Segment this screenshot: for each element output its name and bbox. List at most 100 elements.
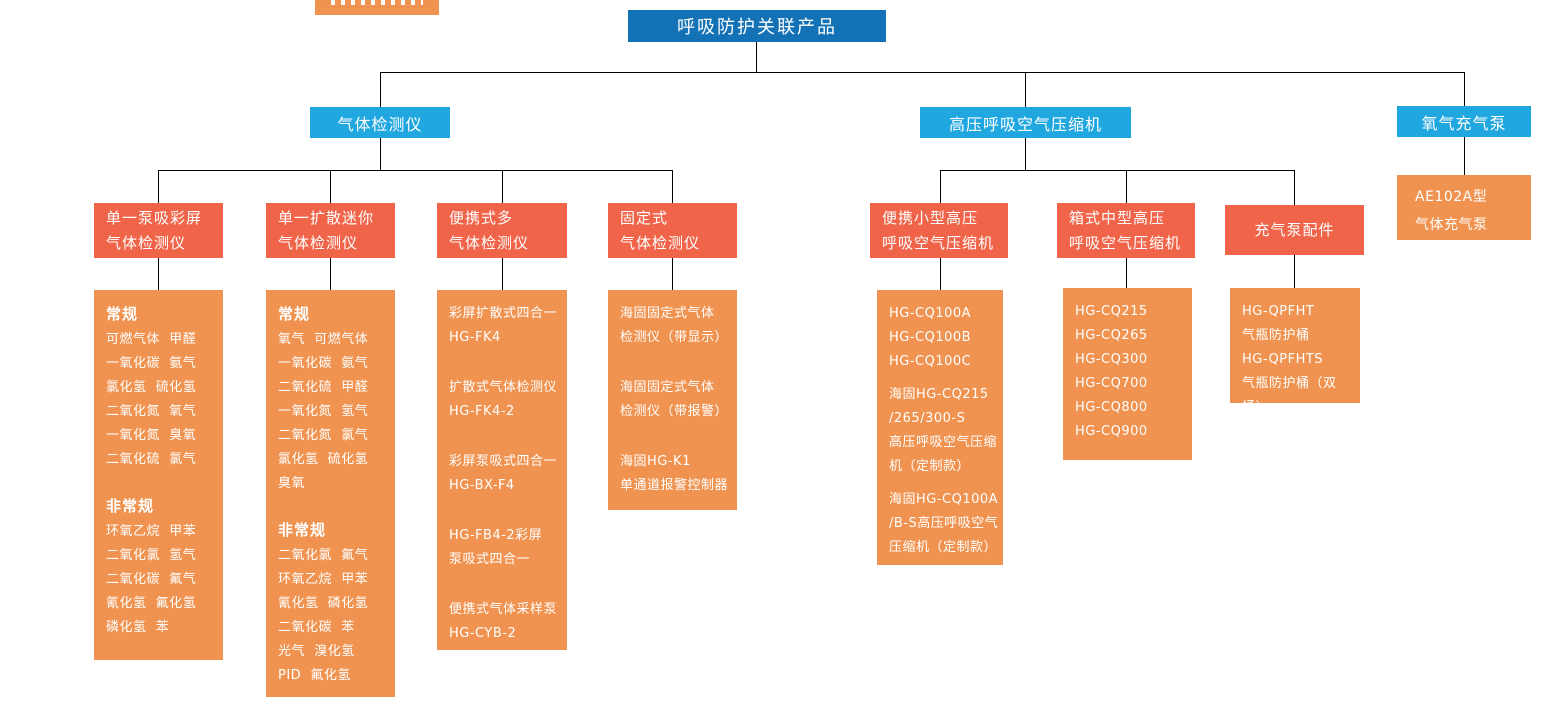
text-line: 呼吸空气压缩机 bbox=[1069, 234, 1182, 252]
text-line: HG-FB4-2彩屏 bbox=[449, 528, 543, 543]
branch-compressor: 高压呼吸空气压缩机 bbox=[920, 107, 1131, 138]
text-line: HG-FK4 bbox=[449, 330, 501, 345]
connector-line bbox=[158, 170, 673, 171]
text-line: 一氧化氮 臭氧 bbox=[106, 428, 197, 443]
text-line: 可燃气体 甲醛 bbox=[106, 332, 197, 347]
text-line: 高压呼吸空气压缩 bbox=[889, 435, 998, 450]
text-line: 便携式气体采样泵 bbox=[449, 602, 558, 617]
text-line: 气体充气泵 bbox=[1415, 217, 1488, 233]
text-line: 气瓶防护桶 bbox=[1242, 328, 1310, 343]
text-line: /265/300-S bbox=[889, 411, 966, 426]
text-line: 氯化氢 硫化氢 bbox=[278, 452, 369, 467]
text-line: 海固固定式气体 bbox=[620, 380, 715, 395]
product-block: HG-CQ100A HG-CQ100B HG-CQ100C bbox=[889, 302, 999, 374]
connector-line bbox=[1126, 258, 1127, 288]
connector-line bbox=[380, 73, 381, 107]
text-line: 便携式多 bbox=[449, 209, 514, 227]
product-block: 便携式气体采样泵 HG-CYB-2 bbox=[449, 598, 563, 646]
connector-line bbox=[330, 171, 331, 203]
connector-line bbox=[672, 258, 673, 290]
product-block: 彩屏扩散式四合一 HG-FK4 bbox=[449, 302, 563, 350]
text-line: HG-QPFHT bbox=[1242, 304, 1315, 319]
text-line: HG-CQ300 bbox=[1075, 352, 1148, 367]
text-line: 二氧化碳 氟气 bbox=[106, 572, 197, 587]
connector-line bbox=[940, 171, 941, 203]
text-line: HG-BX-F4 bbox=[449, 478, 515, 493]
connector-line bbox=[940, 258, 941, 290]
header-box-medium-compressor: 箱式中型高压呼吸空气压缩机 bbox=[1057, 203, 1195, 258]
text-line: 单一泵吸彩屏 bbox=[106, 209, 203, 227]
text-line: 海固HG-K1 bbox=[620, 454, 691, 469]
root-node: 呼吸防护关联产品 bbox=[628, 10, 886, 42]
text-line: HG-CQ100C bbox=[889, 354, 972, 369]
text-line: HG-FK4-2 bbox=[449, 404, 515, 419]
connector-line bbox=[330, 258, 331, 290]
text-line: HG-CQ265 bbox=[1075, 328, 1148, 343]
text-line: 臭氧 bbox=[278, 476, 306, 491]
text-line: 氰化氢 磷化氢 bbox=[278, 596, 369, 611]
connector-line bbox=[1464, 137, 1465, 175]
connector-line bbox=[1294, 171, 1295, 205]
text-line: 氧气 可燃气体 bbox=[278, 332, 369, 347]
node-oxygen-pump-product: AE102A型气体充气泵 bbox=[1397, 175, 1531, 240]
text-line: 二氧化氯 氟气 bbox=[278, 548, 369, 563]
connector-line bbox=[672, 171, 673, 203]
text-line: 扩散式气体检测仪 bbox=[449, 380, 558, 395]
text-line: 二氧化氮 氯气 bbox=[278, 428, 369, 443]
text-line: 海固固定式气体 bbox=[620, 306, 715, 321]
text-line: 氯化氢 硫化氢 bbox=[106, 380, 197, 395]
text-line: /B-S高压呼吸空气 bbox=[889, 516, 999, 531]
product-block: 海固HG-K1 单通道报警控制器 bbox=[620, 450, 733, 498]
text-line: HG-CQ700 bbox=[1075, 376, 1148, 391]
text-line: 箱式中型高压 bbox=[1069, 209, 1166, 227]
text-line: HG-CQ100B bbox=[889, 330, 972, 345]
connector-line bbox=[1464, 73, 1465, 106]
connector-line bbox=[502, 258, 503, 290]
text-line: 二氧化碳 苯 bbox=[278, 620, 355, 635]
text-line: 充气泵配件 bbox=[1254, 220, 1335, 239]
text-line: 氰化氢 氟化氢 bbox=[106, 596, 197, 611]
connector-line bbox=[380, 138, 381, 170]
branch-gas-detector: 气体检测仪 bbox=[310, 107, 450, 138]
list-single-pump-colorscreen: 常规可燃气体 甲醛一氧化碳 氨气氯化氢 硫化氢二氧化氮 氧气一氧化氮 臭氧二氧化… bbox=[94, 290, 223, 660]
text-line: 泵吸式四合一 bbox=[449, 552, 531, 567]
text-line: 气体检测仪 bbox=[278, 234, 359, 252]
text-line: HG-CQ215 bbox=[1075, 304, 1148, 319]
text-line: 磷化氢 苯 bbox=[106, 620, 170, 635]
text-line: 便携小型高压 bbox=[882, 209, 979, 227]
gas-section: 非常规环氧乙烷 甲苯二氧化氯 氢气二氧化碳 氟气氰化氢 氟化氢磷化氢 苯 bbox=[106, 494, 219, 640]
clipped-top-node bbox=[315, 0, 439, 15]
text-line: 单通道报警控制器 bbox=[620, 478, 729, 493]
connector-line bbox=[940, 170, 1295, 171]
text-line: 环氧乙烷 甲苯 bbox=[106, 524, 197, 539]
text-line: 气瓶防护桶（双桶） bbox=[1242, 376, 1337, 415]
header-pump-accessories: 充气泵配件 bbox=[1225, 205, 1364, 255]
text-line: 二氧化氮 氧气 bbox=[106, 404, 197, 419]
text-line: 检测仪（带显示） bbox=[620, 330, 729, 345]
text-line: HG-CQ100A bbox=[889, 306, 972, 321]
header-portable-multi: 便携式多气体检测仪 bbox=[437, 203, 567, 258]
text-line: 二氧化硫 氯气 bbox=[106, 452, 197, 467]
section-title: 非常规 bbox=[278, 521, 327, 539]
text-line: 彩屏扩散式四合一 bbox=[449, 306, 558, 321]
text-line: 压缩机（定制款） bbox=[889, 540, 998, 555]
header-portable-small-compressor: 便携小型高压呼吸空气压缩机 bbox=[870, 203, 1008, 258]
product-block: 海固固定式气体检测仪（带报警） bbox=[620, 376, 733, 424]
text-line: HG-CYB-2 bbox=[449, 626, 517, 641]
text-line: 检测仪（带报警） bbox=[620, 404, 729, 419]
connector-line bbox=[1294, 255, 1295, 288]
product-block: 海固固定式气体检测仪（带显示） bbox=[620, 302, 733, 350]
header-single-pump-colorscreen: 单一泵吸彩屏气体检测仪 bbox=[94, 203, 223, 258]
text-line: 二氧化氯 氢气 bbox=[106, 548, 197, 563]
text-line: 单一扩散迷你 bbox=[278, 209, 375, 227]
connector-line bbox=[502, 171, 503, 203]
text-line: HG-QPFHTS bbox=[1242, 352, 1324, 367]
list-single-diffusion-mini: 常规氧气 可燃气体一氧化碳 氨气二氧化硫 甲醛一氧化氮 氢气二氧化氮 氯气氯化氢… bbox=[266, 290, 395, 697]
text-line: 光气 溴化氢 bbox=[278, 644, 355, 659]
text-line: 气体检测仪 bbox=[449, 234, 530, 252]
connector-line bbox=[1025, 73, 1026, 107]
